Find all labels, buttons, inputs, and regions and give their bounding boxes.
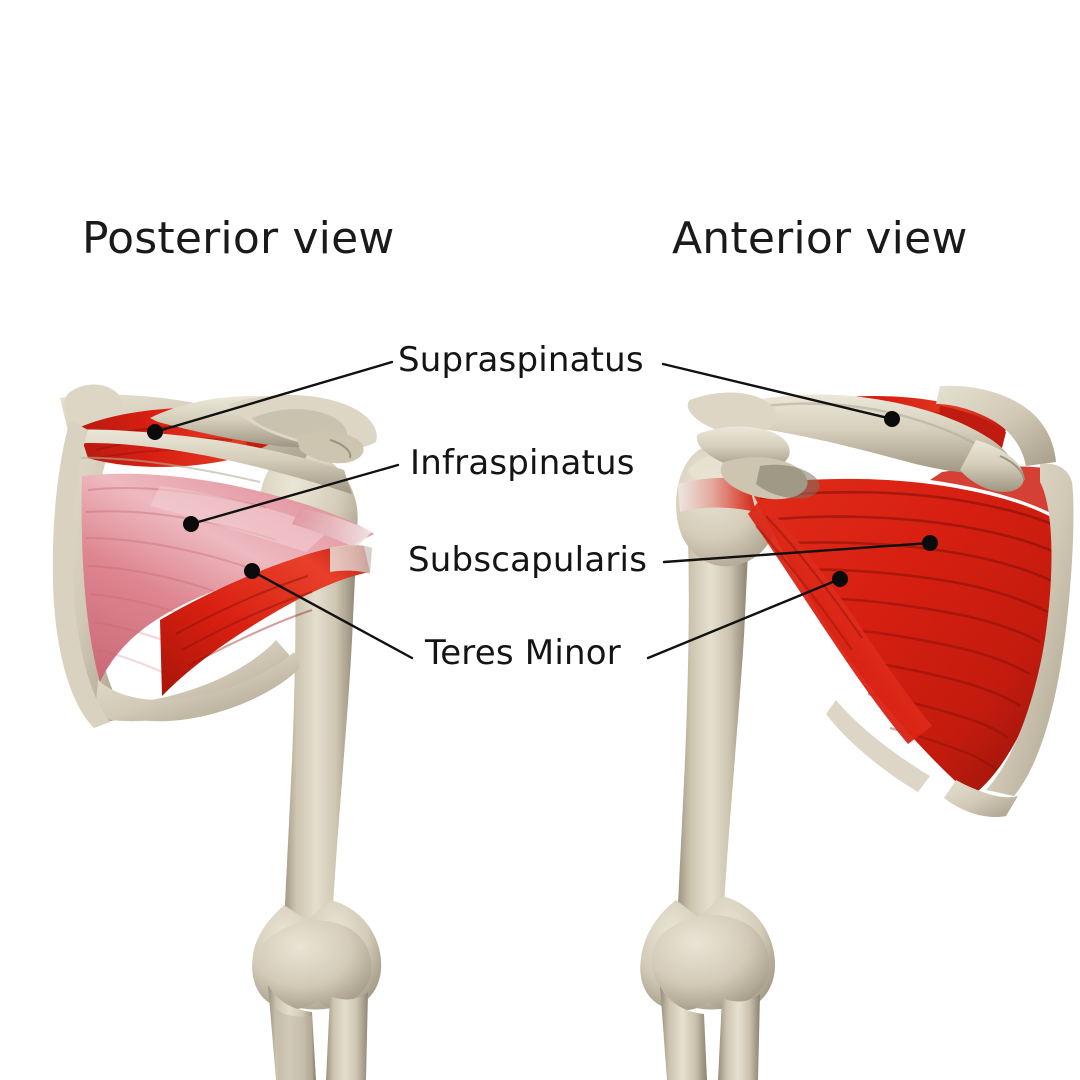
label-infraspinatus: Infraspinatus — [410, 443, 635, 483]
teres-minor-muscle-anterior — [748, 500, 932, 744]
teres-minor-muscle-posterior — [160, 545, 372, 696]
subscapularis-muscle-anterior — [748, 466, 1061, 796]
leader-teresminor-anterior — [646, 577, 842, 660]
clavicle-acromion-anterior — [687, 392, 1025, 500]
posterior-view-group — [52, 384, 382, 1080]
leader-supraspinatus-anterior — [661, 362, 894, 421]
dot-supraspinatus-posterior — [147, 424, 163, 440]
label-supraspinatus: Supraspinatus — [398, 340, 644, 380]
scapula-superior-angle-anterior — [936, 385, 1056, 466]
humerus-anterior — [640, 470, 775, 1080]
dot-subscapularis-anterior — [922, 535, 938, 551]
leader-dots-group — [147, 411, 938, 587]
dot-supraspinatus-anterior — [884, 411, 900, 427]
view-title-anterior: Anterior view — [672, 213, 968, 264]
scapular-spine-posterior — [64, 429, 352, 494]
label-teres-minor: Teres Minor — [425, 633, 621, 673]
dot-teresminor-anterior — [832, 571, 848, 587]
anterior-view-group — [640, 385, 1074, 1080]
leader-lines-group — [153, 360, 932, 660]
leader-supraspinatus-posterior — [153, 360, 394, 434]
label-subscapularis: Subscapularis — [408, 540, 648, 580]
scapula-anterior — [826, 463, 1074, 818]
scapula-medial-border-posterior — [52, 420, 110, 728]
leader-subscapularis-anterior — [662, 541, 932, 564]
acromion-clavicle-posterior — [150, 395, 377, 464]
leader-teresminor-posterior — [250, 569, 414, 660]
view-title-posterior: Posterior view — [82, 213, 395, 264]
leader-infraspinatus-posterior — [189, 463, 400, 526]
scapula-inferior-border-posterior — [96, 652, 300, 722]
dot-teresminor-posterior — [244, 563, 260, 579]
dot-infraspinatus-posterior — [183, 516, 199, 532]
